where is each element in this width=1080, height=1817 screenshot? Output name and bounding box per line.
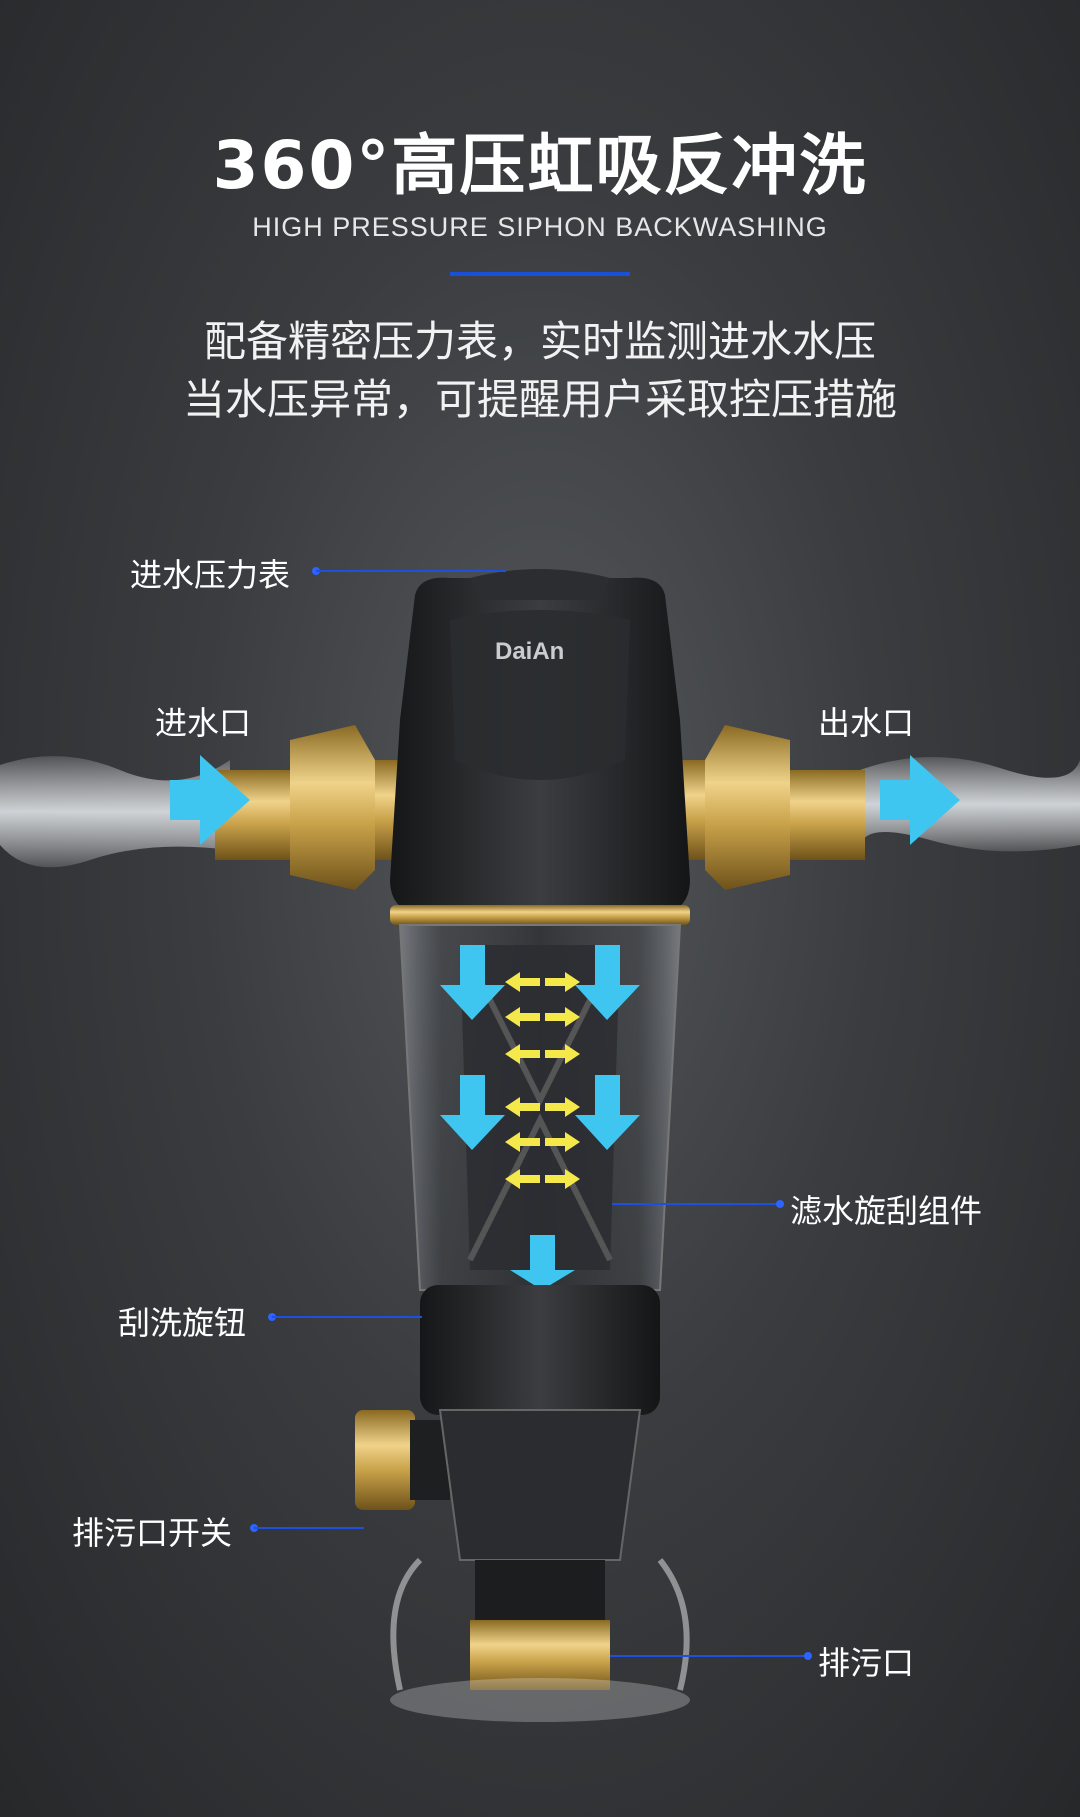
label-filter-assembly: 滤水旋刮组件 [790, 1192, 983, 1230]
brand-logo-text: DaiAn [495, 638, 565, 665]
description-line-1: 配备精密压力表，实时监测进水水压 [203, 317, 876, 366]
title-divider [450, 272, 630, 276]
callout-line-filter-assembly [612, 1203, 780, 1205]
callout-line-drain-outlet [610, 1655, 808, 1657]
label-scrub-knob: 刮洗旋钮 [118, 1304, 247, 1342]
label-drain-outlet: 排污口 [818, 1644, 915, 1682]
callout-line-pressure-gauge [316, 570, 506, 572]
description-line-2: 当水压异常，可提醒用户采取控压措施 [182, 375, 897, 424]
page-title: 360°高压虹吸反冲洗 [212, 127, 868, 204]
page-subtitle: HIGH PRESSURE SIPHON BACKWASHING [252, 212, 828, 242]
callout-line-drain-switch [254, 1527, 364, 1529]
callout-dot-filter-assembly [776, 1200, 784, 1208]
label-pressure-gauge: 进水压力表 [130, 556, 291, 594]
label-inlet: 进水口 [155, 704, 252, 742]
label-outlet: 出水口 [818, 704, 915, 742]
label-drain-switch: 排污口开关 [72, 1514, 233, 1552]
brand-logo: DaiAn [495, 638, 564, 666]
callout-dot-drain-outlet [804, 1652, 812, 1660]
callout-line-scrub-knob [272, 1316, 422, 1318]
